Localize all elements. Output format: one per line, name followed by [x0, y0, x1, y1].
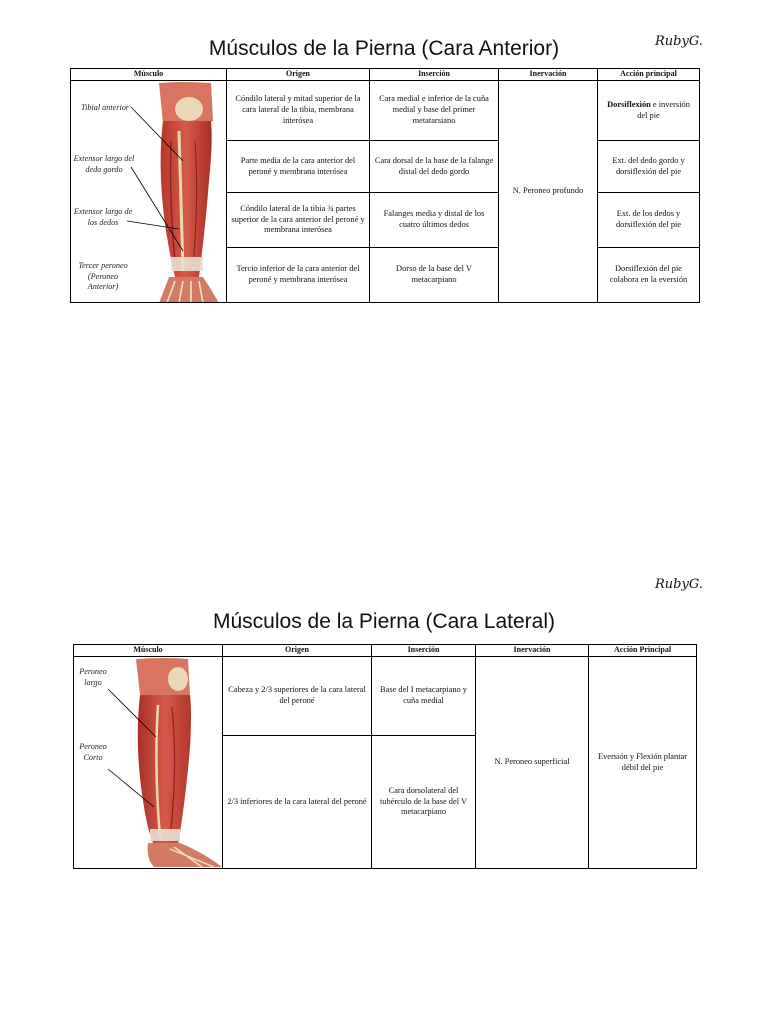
signature: RubyG.: [655, 34, 703, 49]
label-peroneo-largo: Peroneo largo: [79, 667, 107, 687]
cell-origen: Parte media de la cara anterior del pero…: [226, 140, 370, 193]
label-tercer-peroneo: Tercer peroneo (Peroneo Anterior): [78, 261, 128, 292]
cell-inervacion: N. Peroneo profundo: [498, 80, 598, 303]
cell-accion: Ext. del dedo gordo y dorsiflexión del p…: [597, 140, 700, 193]
cell-insercion: Falanges media y distal de los cuatro úl…: [369, 192, 499, 248]
header-musculo: Músculo: [70, 68, 227, 81]
cell-accion: Dorsiflexión del pie colabora en la ever…: [597, 247, 700, 303]
signature: RubyG.: [655, 577, 703, 592]
table-row: Tibial anterior Extensor largo del dedo …: [70, 80, 700, 303]
label-extensor-largo-dedo-gordo: Extensor largo del dedo gordo: [73, 154, 135, 174]
table-row: Cóndilo lateral de la tibia ¾ partes sup…: [71, 192, 700, 248]
header-accion: Acción Principal: [588, 644, 697, 657]
table-row: Peroneo largo Peroneo Corto Cabeza y 2/3…: [73, 656, 697, 869]
label-tibial-anterior: Tibial anterior: [81, 103, 129, 112]
table-row: Tercio inferior de la cara anterior del …: [71, 247, 700, 303]
muscle-image-cell: Tibial anterior Extensor largo del dedo …: [70, 80, 227, 303]
cell-origen: Cabeza y 2/3 superiores de la cara later…: [222, 656, 372, 736]
title-cara-anterior: Músculos de la Pierna (Cara Anterior): [208, 37, 560, 60]
cell-accion: Ext. de los dedos y dorsiflexión del pie: [597, 192, 700, 248]
anterior-leg-illustration: [126, 82, 219, 302]
cell-accion: Eversión y Flexión plantar débil del pie: [588, 656, 697, 869]
label-extensor-largo-dedos: Extensor largo de los dedos: [73, 207, 133, 227]
label-peroneo-corto: Peroneo Corto: [79, 742, 107, 762]
cell-insercion: Cara dorsal de la base de la falange dis…: [369, 140, 499, 193]
table-cara-anterior: Músculo Origen Inserción Inervación Acci…: [70, 68, 700, 303]
accion-bold-text: Dorsiflexión: [607, 99, 651, 109]
cell-insercion: Cara dorsolateral del tubérculo de la ba…: [371, 735, 476, 869]
accion-text: e inversión del pie: [637, 99, 690, 120]
cell-insercion: Base del I metacarpiano y cuña medial: [371, 656, 476, 736]
cell-origen: Tercio inferior de la cara anterior del …: [226, 247, 370, 303]
cell-insercion: Dorso de la base del V metacarpiano: [369, 247, 499, 303]
header-accion: Acción principal: [597, 68, 700, 81]
muscle-image-cell: Peroneo largo Peroneo Corto: [73, 656, 223, 869]
table-cara-lateral: Músculo Origen Inserción Inervación Acci…: [73, 644, 697, 869]
table-row: 2/3 inferiores de la cara lateral del pe…: [74, 735, 697, 869]
header-insercion: Inserción: [369, 68, 499, 81]
header-origen: Origen: [222, 644, 372, 657]
header-musculo: Músculo: [73, 644, 223, 657]
cell-inervacion: N. Peroneo superficial: [475, 656, 589, 869]
cell-origen: Cóndilo lateral de la tibia ¾ partes sup…: [226, 192, 370, 248]
cell-origen: 2/3 inferiores de la cara lateral del pe…: [222, 735, 372, 869]
title-cara-lateral: Músculos de la Pierna (Cara Lateral): [213, 610, 555, 633]
table-header-row: Músculo Origen Inserción Inervación Acci…: [73, 644, 697, 657]
header-inervacion: Inervación: [475, 644, 589, 657]
cell-accion: Dorsiflexión e inversión del pie: [597, 80, 700, 141]
cell-origen: Cóndilo lateral y mitad superior de la c…: [226, 80, 370, 141]
lateral-leg-illustration: [107, 658, 222, 868]
cell-insercion: Cara medial e inferior de la cuña medial…: [369, 80, 499, 141]
table-header-row: Músculo Origen Inserción Inervación Acci…: [70, 68, 700, 81]
header-inervacion: Inervación: [498, 68, 598, 81]
header-origen: Origen: [226, 68, 370, 81]
header-insercion: Inserción: [371, 644, 476, 657]
table-row: Parte media de la cara anterior del pero…: [71, 140, 700, 193]
